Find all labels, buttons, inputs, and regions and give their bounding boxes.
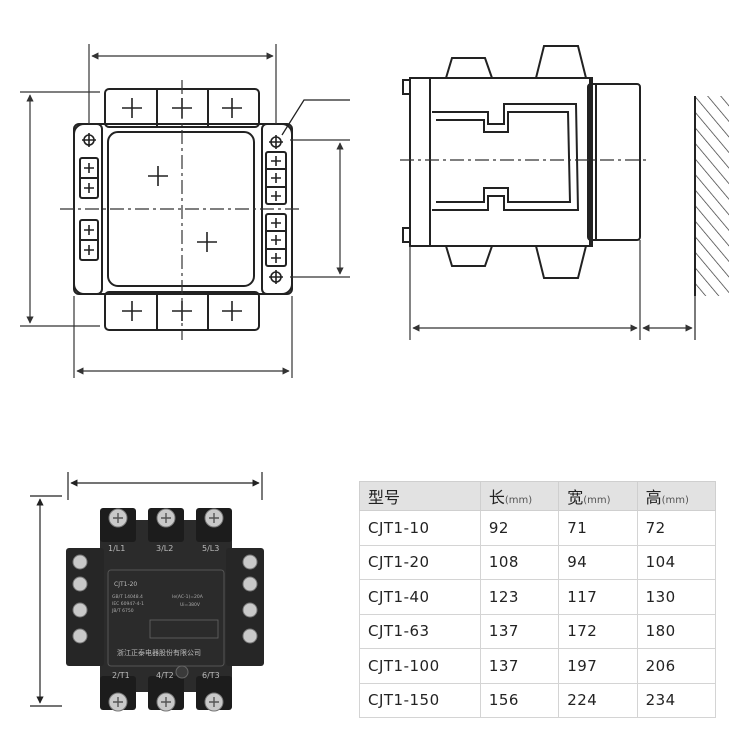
side-bottom-lug	[445, 245, 493, 267]
terminal-label-top: 3/L2	[156, 544, 173, 553]
dimension-spec-table: 型号 长(mm) 宽(mm) 高(mm) CJT1-10 92 71 72 CJ…	[359, 481, 717, 718]
standard-label: IEC 60947-4-1	[112, 601, 144, 607]
cell-height: 180	[636, 613, 717, 649]
cell-width: 172	[558, 613, 638, 649]
side-bottom-lug	[535, 245, 587, 279]
cell-width: 197	[558, 648, 638, 684]
standard-label: GB/T 14048.4	[112, 594, 143, 600]
table-row: CJT1-20 108 94 104	[359, 544, 717, 580]
standard-label: JB/T 6750	[111, 608, 134, 614]
cell-length: 123	[479, 579, 560, 615]
side-top-lug	[445, 57, 493, 79]
header-length: 长(mm)	[479, 481, 560, 511]
header-height: 高(mm)	[636, 481, 717, 511]
side-coil-housing	[587, 83, 641, 241]
header-model: 型号	[359, 481, 481, 511]
cell-model: CJT1-63	[359, 613, 481, 649]
cell-length: 137	[479, 613, 560, 649]
side-dimensions	[409, 240, 693, 340]
cell-model: CJT1-150	[359, 682, 481, 718]
side-inner-body	[429, 77, 591, 247]
table-row: CJT1-40 123 117 130	[359, 579, 717, 615]
manufacturer-label: 浙江正泰电器股份有限公司	[117, 648, 201, 657]
cell-length: 92	[479, 510, 560, 546]
rating-label: Ie(AC-1)=20A	[172, 594, 204, 600]
cell-length: 108	[479, 544, 560, 580]
cell-model: CJT1-100	[359, 648, 481, 684]
front-dimensions	[20, 44, 350, 378]
front-center-lines	[60, 80, 300, 340]
right-aux-terminal	[265, 151, 287, 205]
side-view	[402, 45, 641, 279]
cell-height: 104	[636, 544, 717, 580]
mounting-wall	[694, 96, 729, 340]
cell-width: 117	[558, 579, 638, 615]
model-label: CJT1-20	[114, 581, 137, 588]
cell-model: CJT1-20	[359, 544, 481, 580]
cell-length: 156	[479, 682, 560, 718]
cell-length: 137	[479, 648, 560, 684]
cell-width: 224	[558, 682, 638, 718]
leader-line	[281, 99, 350, 136]
table-row: CJT1-63 137 172 180	[359, 613, 717, 649]
cell-height: 72	[636, 510, 717, 546]
terminal-label-bottom: 4/T2	[156, 671, 174, 680]
terminal-label-bottom: 6/T3	[202, 671, 220, 680]
cell-model: CJT1-10	[359, 510, 481, 546]
terminal-label-bottom: 2/T1	[112, 671, 130, 680]
table-row: CJT1-100 137 197 206	[359, 648, 717, 684]
cell-model: CJT1-40	[359, 579, 481, 615]
right-aux-terminal	[265, 213, 287, 267]
side-top-lug	[535, 45, 587, 79]
rating-label: Ui=380V	[180, 602, 201, 608]
cell-height: 130	[636, 579, 717, 615]
table-row: CJT1-150 156 224 234	[359, 682, 717, 718]
table-row: CJT1-10 92 71 72	[359, 510, 717, 546]
cell-width: 94	[558, 544, 638, 580]
side-internal-profile	[432, 103, 580, 211]
contactor-photo: 1/L1 3/L2 5/L3 2/T1 4/T2 6/T3 CJT1-20 GB…	[30, 472, 264, 712]
header-width: 宽(mm)	[558, 481, 638, 511]
front-view-crosses	[82, 98, 283, 321]
cell-height: 206	[636, 648, 717, 684]
front-body-outline	[73, 123, 293, 295]
table-header-row: 型号 长(mm) 宽(mm) 高(mm)	[359, 481, 717, 511]
front-view	[73, 88, 293, 331]
cell-width: 71	[558, 510, 638, 546]
terminal-label-top: 5/L3	[202, 544, 219, 553]
terminal-label-top: 1/L1	[108, 544, 125, 553]
cell-height: 234	[636, 682, 717, 718]
